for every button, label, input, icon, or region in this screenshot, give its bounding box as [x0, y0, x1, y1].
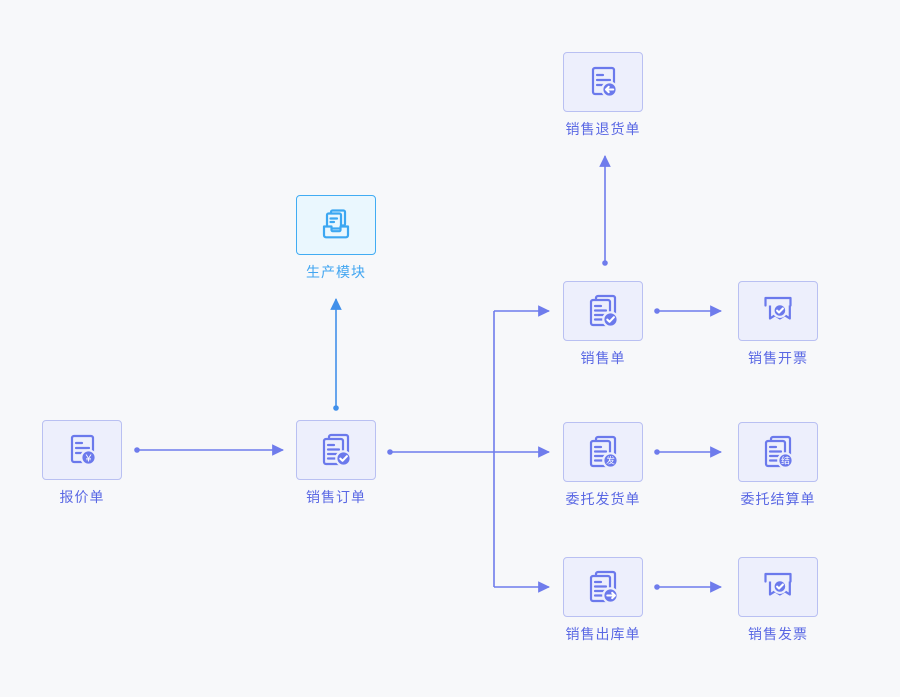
- node-sales-outbound[interactable]: 销售出库单: [563, 557, 643, 642]
- node-box: [296, 195, 376, 255]
- document-return-arrow-icon: [591, 66, 618, 98]
- node-label: 销售开票: [748, 350, 808, 366]
- node-label: 委托结算单: [740, 491, 816, 507]
- node-sales-order[interactable]: 销售订单: [296, 420, 376, 505]
- jie-glyph: 结: [781, 455, 790, 466]
- node-sale[interactable]: 销售单: [563, 281, 643, 366]
- documents-check-icon: [322, 433, 352, 467]
- node-box: ¥: [42, 420, 122, 480]
- node-sales-return[interactable]: 销售退货单: [563, 52, 643, 137]
- node-label: 销售出库单: [565, 626, 641, 642]
- fa-glyph: 发: [606, 455, 615, 466]
- yuan-glyph: ¥: [85, 452, 92, 464]
- node-label: 销售单: [580, 350, 626, 366]
- node-label: 销售退货单: [565, 121, 641, 137]
- node-consign-settlement[interactable]: 结 委托结算单: [738, 422, 818, 507]
- node-box: [563, 52, 643, 112]
- documents-check-icon: [589, 294, 619, 328]
- node-box: [563, 557, 643, 617]
- documents-arrow-right-icon: [589, 570, 619, 604]
- node-label: 销售订单: [306, 489, 366, 505]
- node-consign-delivery[interactable]: 发 委托发货单: [563, 422, 643, 507]
- blue-arrow-to-production: [330, 297, 342, 411]
- node-label: 报价单: [59, 489, 105, 505]
- receipt-check-icon: [764, 296, 792, 320]
- purple-arrows: [134, 154, 723, 593]
- node-label: 生产模块: [306, 264, 366, 280]
- node-box: [738, 557, 818, 617]
- node-box: [296, 420, 376, 480]
- archive-box-icon: [322, 209, 350, 239]
- node-label: 销售发票: [748, 626, 808, 642]
- documents-fa-badge-icon: 发: [589, 435, 619, 469]
- document-yuan-icon: ¥: [70, 434, 97, 466]
- node-box: [563, 281, 643, 341]
- node-sales-invoicing[interactable]: 销售开票: [738, 281, 818, 366]
- node-box: [738, 281, 818, 341]
- node-box: 发: [563, 422, 643, 482]
- node-production-module[interactable]: 生产模块: [296, 195, 376, 280]
- node-sales-invoice[interactable]: 销售发票: [738, 557, 818, 642]
- documents-jie-badge-icon: 结: [764, 435, 794, 469]
- receipt-check-icon: [764, 572, 792, 596]
- node-box: 结: [738, 422, 818, 482]
- node-label: 委托发货单: [565, 491, 641, 507]
- node-quotation[interactable]: ¥ 报价单: [42, 420, 122, 505]
